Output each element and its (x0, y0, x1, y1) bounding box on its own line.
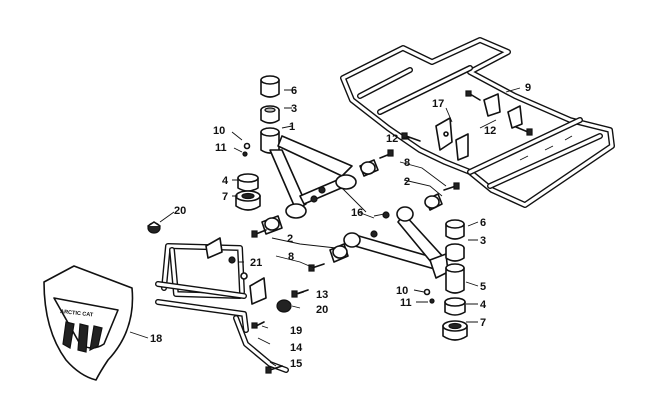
callout-3-left: 3 (291, 103, 297, 115)
cap-6-left (260, 75, 280, 98)
bumper-cover: ARCTIC CAT (43, 265, 134, 381)
callout-3-right: 3 (480, 235, 486, 247)
callout-17: 17 (432, 98, 444, 110)
callout-10-left: 10 (213, 125, 225, 137)
washer-4-left (237, 173, 259, 192)
cap-6-right (445, 219, 465, 240)
bushing-2-lower-b (329, 243, 349, 263)
rack-bracket (435, 117, 469, 161)
leader-lines (129, 87, 521, 367)
upper-a-arm (269, 135, 357, 219)
callout-19: 19 (290, 325, 302, 337)
nut-21 (228, 256, 236, 264)
bolt-15 (265, 365, 283, 374)
callout-12-right: 12 (484, 125, 496, 137)
callout-9: 9 (525, 82, 531, 94)
callout-10-right: 10 (396, 285, 408, 297)
callout-6-left: 6 (291, 85, 297, 97)
callout-11-right: 11 (400, 297, 412, 309)
callout-6-right: 6 (480, 217, 486, 229)
bolt-2-left (251, 229, 267, 238)
nut-16-a (318, 186, 326, 194)
callout-2-upper: 2 (404, 176, 410, 188)
cargo-rack (340, 37, 615, 208)
bolt-21 (240, 272, 248, 280)
nut-16-c (382, 211, 390, 219)
bushing-3-right (445, 243, 465, 262)
callout-7-right: 7 (480, 317, 486, 329)
callout-20-lower: 20 (316, 304, 328, 316)
bearing-7-right (442, 320, 468, 341)
nut-16-b (310, 195, 318, 203)
callout-18: 18 (150, 333, 162, 345)
bolt-8-upper (379, 149, 394, 159)
bolt-12-left (401, 132, 421, 142)
callout-7-left: 7 (222, 191, 228, 203)
bolt-17 (465, 90, 481, 101)
callout-15: 15 (290, 358, 302, 370)
callout-1: 1 (289, 121, 295, 133)
callout-11-left: 11 (215, 142, 227, 154)
bolt-10-left (243, 142, 251, 150)
bolt-8-mid (443, 182, 460, 191)
bushing-2-upper-b (424, 193, 443, 211)
rack-clamp (483, 93, 523, 129)
callout-21: 21 (250, 257, 262, 269)
callout-labels: 6 3 1 10 11 4 7 8 2 16 2 8 6 3 5 4 7 10 … (150, 82, 531, 370)
callout-12-left: 12 (386, 133, 398, 145)
callout-16: 16 (351, 207, 363, 219)
bumper-logo: ARCTIC CAT (60, 309, 94, 319)
bolt-8-lower (308, 263, 325, 272)
bearing-7-left (235, 190, 261, 211)
bolt-12-right (515, 126, 533, 136)
bolt-13 (291, 289, 309, 298)
washer-4-right (444, 297, 466, 316)
bushing-2-lower-a (261, 215, 283, 235)
nut-11-right (429, 298, 435, 304)
bumper-20-lower (276, 299, 292, 313)
lower-a-arm (343, 206, 449, 279)
callout-2-lower: 2 (287, 233, 293, 245)
callout-5: 5 (480, 281, 486, 293)
nut-11-left (242, 151, 248, 157)
tube-5 (445, 263, 465, 294)
callout-4-right: 4 (480, 299, 487, 311)
nut-16-d (370, 230, 378, 238)
bolt-19 (251, 321, 265, 329)
callout-8-upper: 8 (404, 157, 410, 169)
bumper-20-upper (147, 221, 161, 234)
bushing-2-upper-a (359, 159, 379, 177)
callout-20-upper: 20 (174, 205, 186, 217)
callout-13: 13 (316, 289, 328, 301)
callout-8-lower: 8 (288, 251, 294, 263)
callout-4-left: 4 (222, 175, 229, 187)
bumper-frame (155, 237, 289, 373)
callout-14: 14 (290, 342, 303, 354)
bolt-10-right (423, 288, 431, 296)
bushing-3-left (260, 105, 280, 124)
